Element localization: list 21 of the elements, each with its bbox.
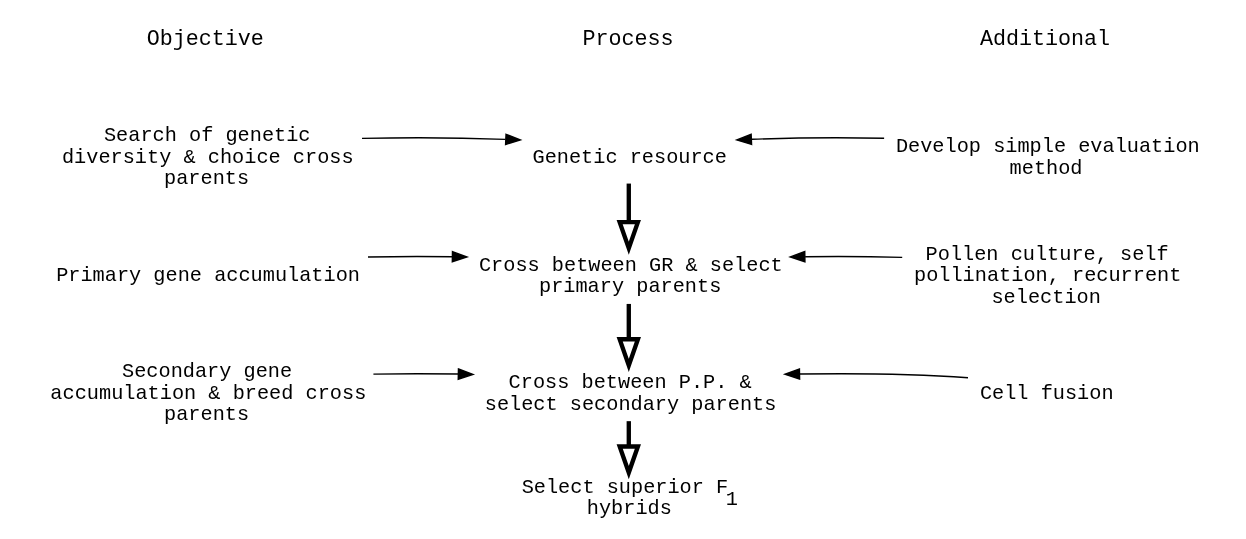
arrow bbox=[734, 133, 885, 146]
node-text: Search of genetic diversity & choice cross parents bbox=[61, 123, 354, 191]
arrow bbox=[788, 250, 903, 263]
arrow bbox=[367, 250, 470, 263]
node-text: Pollen culture, self pollination, recurrent selection bbox=[914, 242, 1182, 310]
label: Process bbox=[582, 27, 674, 53]
node-text: Secondary gene accumulation & breed cross parents bbox=[50, 359, 367, 427]
arrow bbox=[361, 133, 523, 146]
node-text: Cell fusion bbox=[979, 381, 1114, 405]
node-text: Primary gene accumulation bbox=[56, 264, 360, 288]
arrow bbox=[616, 421, 641, 480]
arrow bbox=[372, 367, 476, 381]
node-text: Develop simple evaluation method bbox=[895, 134, 1200, 180]
label: Objective bbox=[146, 27, 264, 53]
label: Additional bbox=[979, 27, 1111, 53]
node-text: Genetic resource bbox=[532, 145, 727, 169]
arrow bbox=[616, 303, 641, 372]
arrow bbox=[782, 367, 969, 381]
node-text: Cross between GR & select primary parents bbox=[478, 253, 783, 299]
arrow bbox=[616, 183, 641, 255]
node-text: Cross between P.P. & select secondary parents bbox=[484, 370, 777, 416]
